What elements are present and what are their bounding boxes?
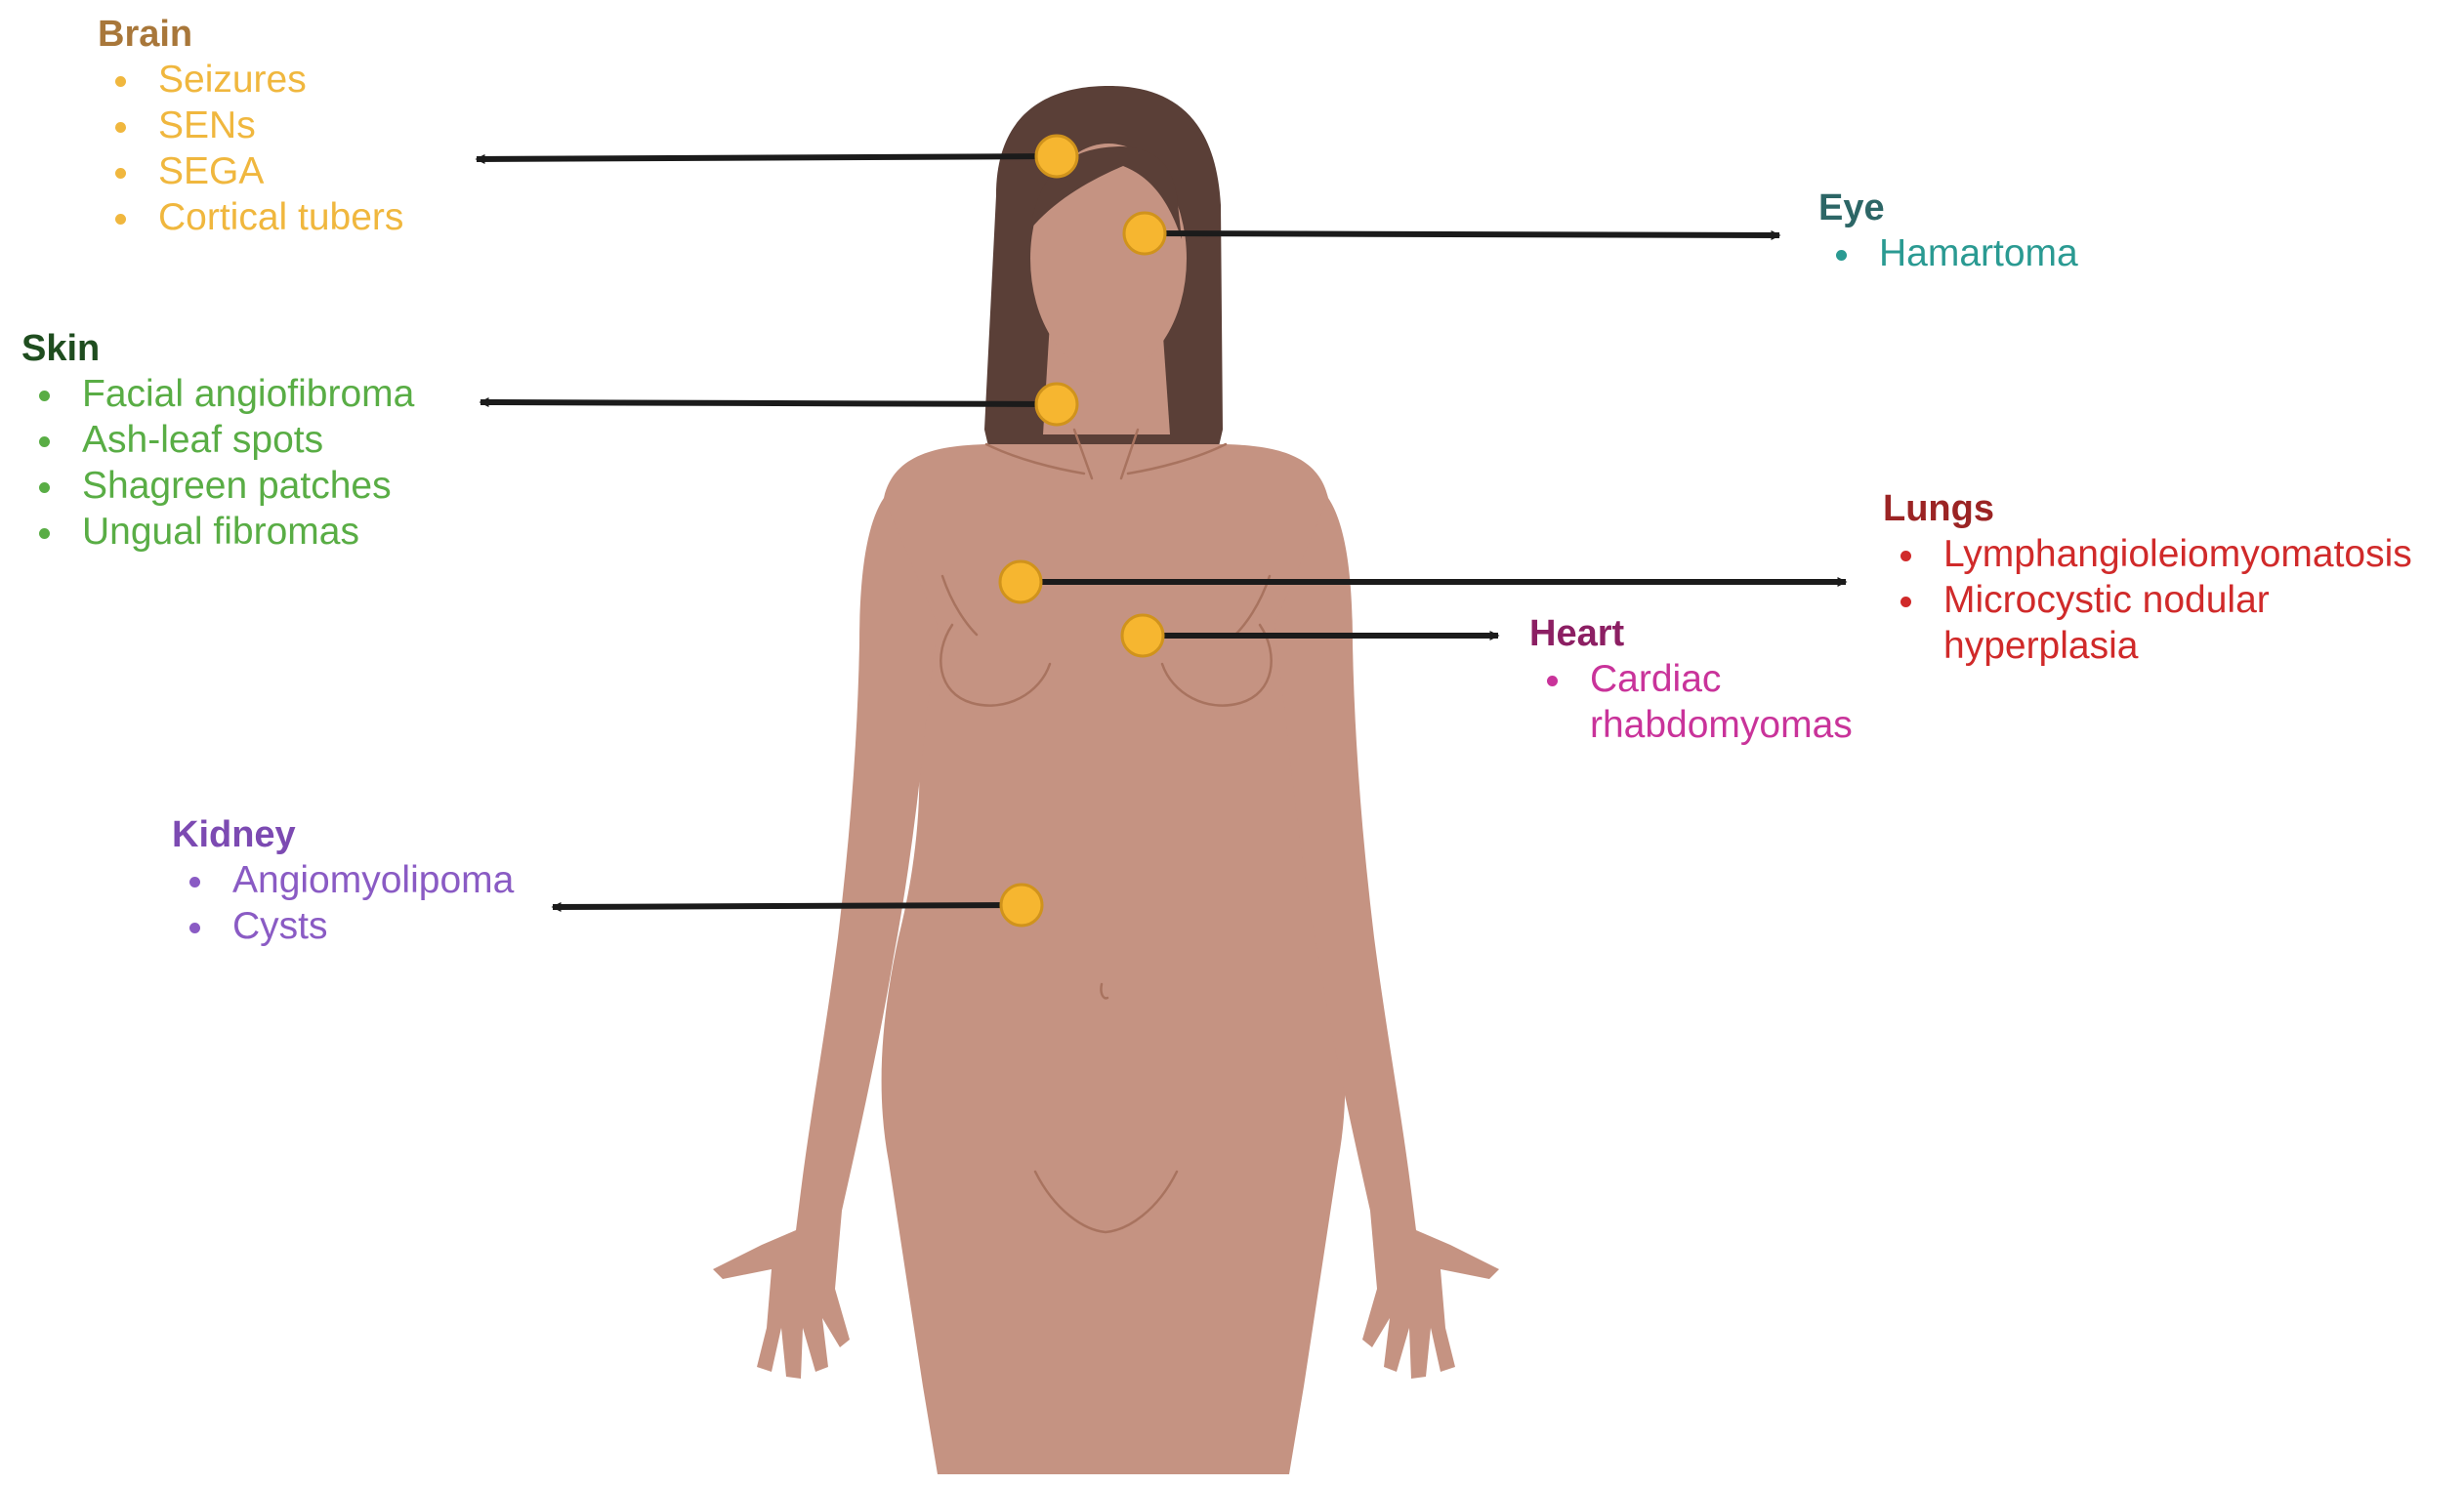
arrow-eye [1144,229,1781,240]
list-item: Ungual fibromas [21,509,414,555]
list-item: SEGA [98,148,403,194]
lungs-list: Lymphangioleiomyomatosis Microcystic nod… [1883,531,2464,669]
heart-title: Heart [1529,613,1625,654]
kidney-list: Angiomyolipoma Cysts [172,857,514,949]
list-item: Facial angiofibroma [21,371,414,417]
bullet-icon [39,436,50,447]
list-item: Angiomyolipoma [172,857,514,903]
list-item: SENs [98,103,403,148]
heart-group: Heart Cardiac rhabdomyomas [1529,611,1912,748]
list-item: Shagreen patches [21,463,414,509]
bullet-icon [115,76,126,87]
bullet-icon [1547,676,1558,686]
marker-skin [1034,382,1079,427]
marker-eye [1122,211,1167,256]
list-item: Hamartoma [1818,230,2078,276]
marker-heart [1120,613,1165,658]
bullet-icon [39,482,50,493]
body-contours [940,428,1273,1234]
bullet-icon [39,391,50,401]
list-item: Ash-leaf spots [21,417,414,463]
marker-brain [1034,134,1079,179]
skin-list: Facial angiofibroma Ash-leaf spots Shagr… [21,371,414,555]
bullet-icon [189,923,200,933]
brain-title: Brain [98,14,193,55]
bullet-icon [1900,551,1911,561]
marker-kidney [999,883,1044,928]
heart-list: Cardiac rhabdomyomas [1529,656,1912,748]
eye-list: Hamartoma [1818,230,2078,276]
list-item: Seizures [98,57,403,103]
location-markers [998,134,1167,928]
body-silhouette [713,322,1499,1474]
kidney-title: Kidney [172,814,296,855]
lungs-title: Lungs [1883,488,1994,529]
arrow-brain [475,153,1058,164]
skin-title: Skin [21,328,101,369]
arrow-skin [479,397,1058,408]
list-item: Microcystic nodular hyperplasia [1883,577,2324,669]
bullet-icon [115,214,126,225]
bullet-icon [115,122,126,133]
kidney-group: Kidney Angiomyolipoma Cysts [172,812,514,949]
brain-list: Seizures SENs SEGA Cortical tubers [98,57,403,240]
list-item: Lymphangioleiomyomatosis [1883,531,2464,577]
list-item: Cardiac rhabdomyomas [1529,656,1912,748]
list-item: Cysts [172,903,514,949]
bullet-icon [1900,597,1911,607]
bullet-icon [189,877,200,887]
face [1030,144,1187,374]
bullet-icon [115,168,126,179]
marker-lungs [998,559,1043,604]
eye-title: Eye [1818,187,1885,228]
connector-arrows [475,153,1848,912]
lungs-group: Lungs Lymphangioleiomyomatosis Microcyst… [1883,486,2464,669]
arrow-kidney [551,901,1023,912]
bullet-icon [1836,250,1847,261]
skin-group: Skin Facial angiofibroma Ash-leaf spots … [21,326,414,555]
bullet-icon [39,528,50,539]
eye-group: Eye Hamartoma [1818,186,2078,276]
list-item: Cortical tubers [98,194,403,240]
brain-group: Brain Seizures SENs SEGA Cortical tubers [98,12,403,240]
